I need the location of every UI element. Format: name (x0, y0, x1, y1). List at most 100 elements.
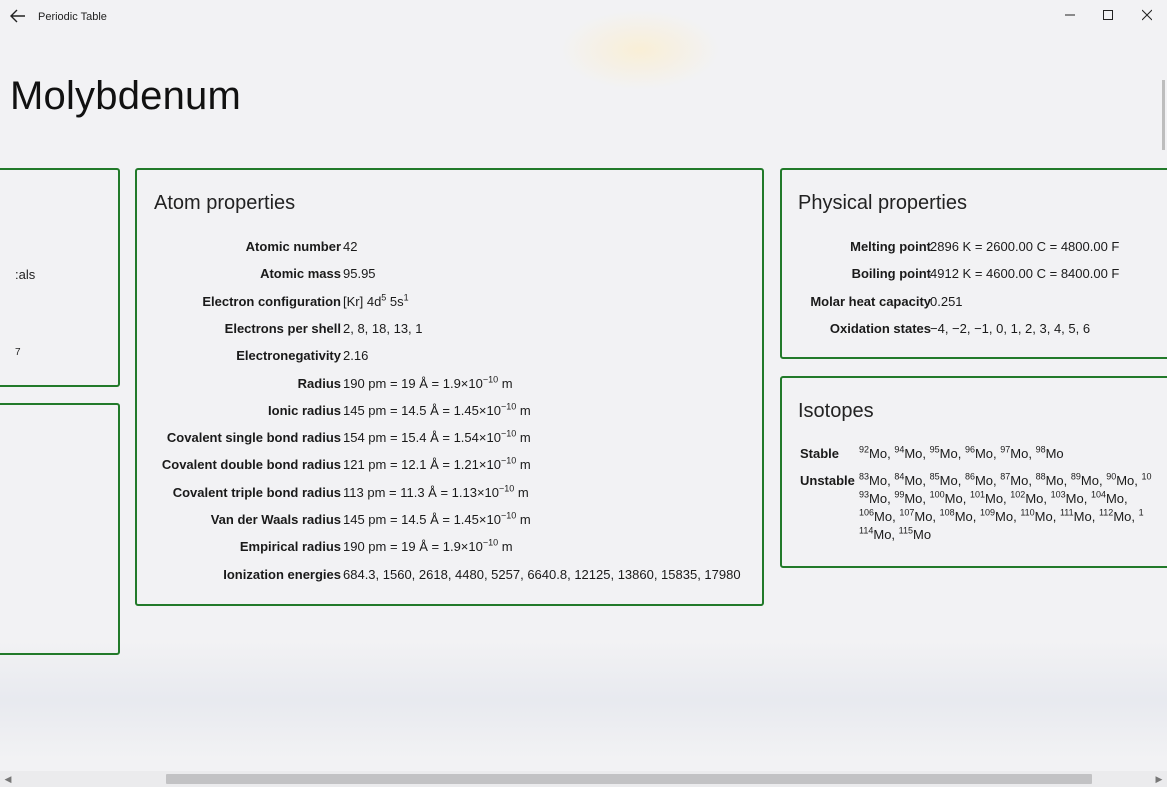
isotope-separator: , (1043, 491, 1051, 506)
minimize-button[interactable] (1050, 0, 1090, 30)
isotope-mass: 104 (1090, 489, 1106, 500)
property-value-text: m (514, 484, 529, 500)
isotope-separator: , (932, 509, 940, 524)
isotope-symbol: Mo (873, 527, 892, 542)
superscript: 5 (381, 292, 387, 303)
property-value-text: 145 pm = 14.5 Å = 1.45×10 (343, 402, 501, 418)
horizontal-scrollbar[interactable]: ◀ ▶ (0, 771, 1167, 787)
isotope-symbol: Mo (904, 446, 923, 461)
back-button[interactable] (6, 4, 30, 28)
isotope-symbol: Mo (904, 473, 923, 488)
property-label: Molar heat capacity (810, 293, 931, 309)
superscript: −10 (482, 374, 499, 385)
isotope-symbol: Mo (1073, 509, 1092, 524)
isotope-symbol: Mo (974, 473, 994, 488)
background-band (0, 640, 1167, 760)
property-label: Ionic radius (268, 402, 341, 418)
property-value-text: 190 pm = 19 Å = 1.9×10 (343, 375, 483, 391)
isotope-mass: 84 (894, 471, 905, 482)
property-value-text: 95.95 (343, 266, 376, 282)
isotope-separator: , (1028, 473, 1036, 488)
close-button[interactable] (1127, 0, 1167, 30)
stable-isotopes: 92Mo, 94Mo, 95Mo, 96Mo, 97Mo, 98Mo (859, 445, 1064, 463)
isotope-mass: 100 (929, 489, 945, 500)
isotope-separator: , (1052, 509, 1060, 524)
isotopes-panel: Isotopes Stable 92Mo, 94Mo, 95Mo, 96Mo, … (780, 376, 1167, 568)
property-label: Ionization energies (223, 566, 341, 582)
isotope-line: 106Mo, 107Mo, 108Mo, 109Mo, 110Mo, 111Mo… (859, 508, 1167, 526)
superscript: −10 (500, 456, 517, 467)
isotope-symbol: Mo (1010, 473, 1029, 488)
left-panel-fragment: :als (15, 267, 36, 282)
property-value-text: 121 pm = 12.1 Å = 1.21×10 (343, 457, 501, 473)
isotope-symbol: Mo (1080, 473, 1099, 488)
isotope-symbol: Mo (869, 446, 888, 461)
isotope-mass: 111 (1059, 507, 1074, 518)
isotope-symbol: Mo (939, 446, 958, 461)
isotope-mass: 109 (979, 507, 996, 518)
isotope-separator: , (891, 527, 899, 542)
isotope-symbol: Mo (914, 509, 933, 524)
isotope-mass: 95 (929, 444, 940, 455)
isotope-mass: 115 (898, 525, 914, 536)
scroll-right-icon[interactable]: ▶ (1155, 774, 1163, 784)
property-value: 190 pm = 19 Å = 1.9×10−10 m (343, 374, 513, 391)
isotope-symbol: Mo (869, 473, 888, 488)
property-value: 95.95 (343, 266, 376, 281)
property-label: Electron configuration (202, 293, 341, 309)
property-value: 42 (343, 239, 357, 254)
property-value: 0.251 (930, 294, 963, 309)
property-value-text: 5s (386, 293, 404, 309)
isotope-mass: 89 (1070, 471, 1081, 482)
isotope-mass: 98 (1035, 444, 1046, 455)
property-label: Van der Waals radius (210, 512, 341, 527)
unstable-isotopes: 83Mo, 84Mo, 85Mo, 86Mo, 87Mo, 88Mo, 89Mo… (859, 472, 1167, 544)
isotope-separator: , (957, 473, 965, 488)
physical-properties-title: Physical properties (798, 192, 967, 214)
isotope-mass: 102 (1010, 489, 1026, 500)
superscript: −10 (499, 483, 515, 494)
property-value-text: 145 pm = 14.5 Å = 1.45×10 (343, 512, 501, 527)
left-panel-upper: :als 7 (0, 168, 120, 387)
isotope-symbol: Mo (1116, 473, 1135, 488)
superscript: −10 (482, 537, 499, 548)
element-name-heading: Molybdenum (10, 74, 242, 118)
property-value: 145 pm = 14.5 Å = 1.45×10−10 m (343, 402, 531, 418)
isotope-separator: , (1124, 491, 1128, 506)
property-value-text: 154 pm = 15.4 Å = 1.54×10 (343, 430, 501, 446)
left-panel-fragment: 7 (15, 347, 21, 358)
horizontal-scroll-thumb[interactable] (166, 774, 1092, 784)
isotope-symbol: Mo (974, 446, 994, 461)
isotope-separator: , (922, 446, 930, 461)
isotope-mass: 88 (1035, 471, 1046, 482)
isotopes-title: Isotopes (798, 400, 874, 422)
property-value-text: m (516, 457, 531, 473)
isotope-separator: , (1013, 509, 1021, 524)
isotope-separator: , (892, 509, 900, 524)
property-value-text: 2.16 (343, 348, 369, 364)
isotope-mass: 86 (964, 471, 975, 482)
isotope-mass: 99 (894, 489, 905, 500)
vertical-scrollbar[interactable] (1160, 40, 1167, 770)
superscript: −10 (500, 428, 517, 439)
isotope-symbol: Mo (913, 527, 932, 542)
isotope-mass: 87 (1000, 471, 1011, 482)
isotope-mass: 112 (1098, 507, 1114, 518)
property-label: Electrons per shell (224, 320, 341, 336)
background-glow (560, 10, 720, 90)
scroll-left-icon[interactable]: ◀ (4, 774, 12, 784)
minimize-icon (1065, 14, 1075, 16)
isotope-mass: 85 (929, 471, 940, 482)
property-label: Oxidation states (829, 320, 931, 336)
isotope-mass: 90 (1106, 471, 1117, 482)
maximize-button[interactable] (1088, 0, 1128, 30)
isotope-symbol: Mo (984, 491, 1004, 506)
isotope-line: 114Mo, 115Mo (859, 526, 1167, 544)
vertical-scroll-thumb[interactable] (1162, 80, 1165, 150)
app-title: Periodic Table (38, 11, 107, 23)
property-value-text: 2, 8, 18, 13, 1 (343, 320, 423, 336)
isotope-separator: , (887, 473, 895, 488)
isotope-symbol: Mo (939, 473, 958, 488)
isotope-separator: , (1083, 491, 1091, 506)
